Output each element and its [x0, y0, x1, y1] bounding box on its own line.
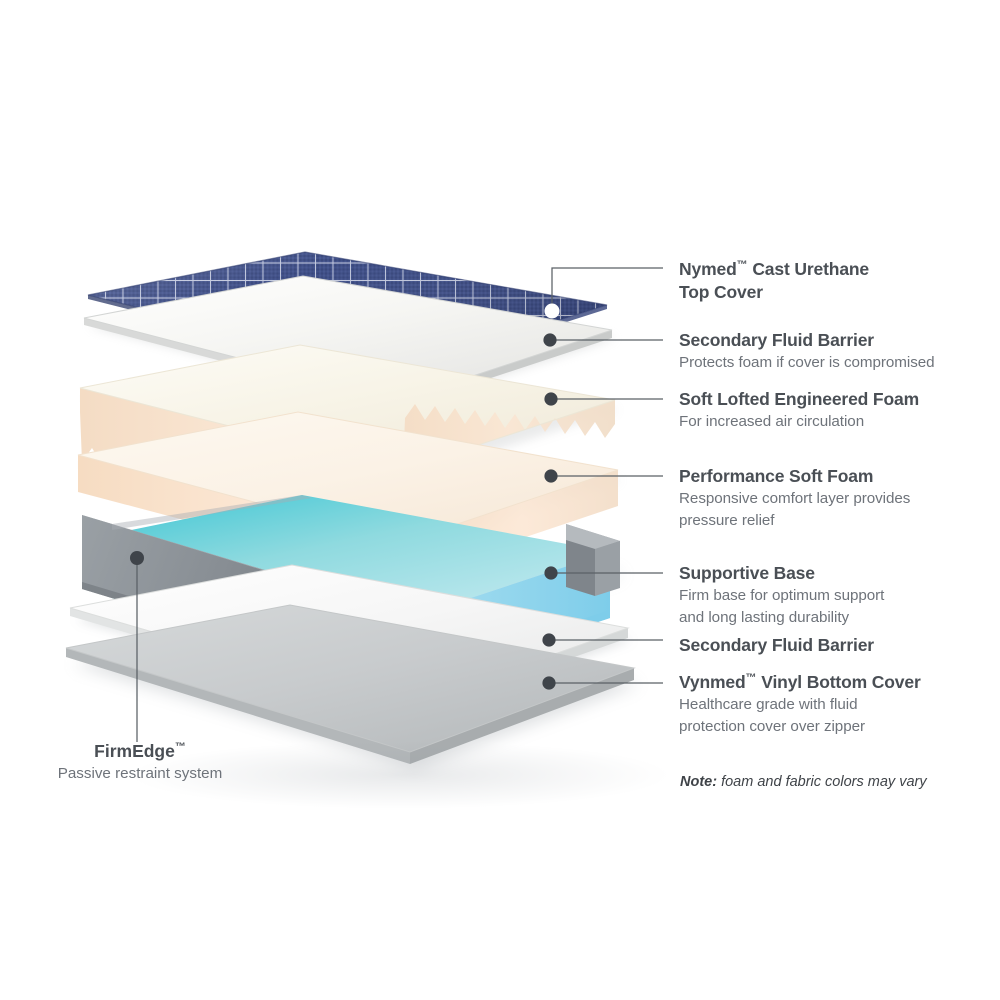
callout-firmedge[interactable]: FirmEdge™ Passive restraint system — [20, 740, 260, 784]
callout-leaders — [136, 267, 663, 742]
dot-secondary-fluid-barrier-bottom — [542, 633, 556, 647]
callout-soft-lofted-engineered-foam-subtitle: For increased air circulation — [679, 413, 865, 431]
callout-performance-soft-foam[interactable]: Performance Soft Foam Responsive comfort… — [679, 465, 910, 531]
dot-top-cover — [544, 303, 560, 319]
callout-secondary-fluid-barrier-bottom-title: Secondary Fluid Barrier — [679, 635, 874, 655]
callout-supportive-base-title: Supportive Base — [679, 563, 815, 583]
callout-top-cover-title: Nymed™ Cast Urethane — [679, 259, 870, 279]
callout-top-cover[interactable]: Nymed™ Cast Urethane Top Cover — [679, 258, 869, 304]
color-variance-note: Note: foam and fabric colors may vary — [680, 774, 927, 790]
callout-top-cover-title-line2: Top Cover — [679, 282, 763, 303]
callout-vynmed-vinyl-bottom-cover-subtitle: Healthcare grade with fluid — [679, 696, 858, 714]
callout-supportive-base-subtitle: Firm base for optimum support — [679, 587, 885, 605]
callout-soft-lofted-engineered-foam[interactable]: Soft Lofted Engineered Foam For increase… — [679, 388, 919, 433]
callout-firmedge-title: FirmEdge™ — [94, 741, 186, 761]
dot-vynmed-vinyl-bottom-cover — [542, 676, 556, 690]
dot-firmedge — [130, 551, 144, 565]
callout-secondary-fluid-barrier-top-title: Secondary Fluid Barrier — [679, 330, 874, 350]
callout-performance-soft-foam-title: Performance Soft Foam — [679, 466, 874, 486]
dot-performance-soft-foam — [544, 469, 558, 483]
layer-vynmed-vinyl-bottom-cover — [65, 604, 670, 809]
dot-supportive-base — [544, 566, 558, 580]
callout-secondary-fluid-barrier-bottom[interactable]: Secondary Fluid Barrier — [679, 634, 874, 657]
callout-soft-lofted-engineered-foam-title: Soft Lofted Engineered Foam — [679, 389, 919, 409]
callout-secondary-fluid-barrier-top[interactable]: Secondary Fluid Barrier Protects foam if… — [679, 329, 935, 374]
color-variance-note-text: foam and fabric colors may vary — [717, 774, 927, 790]
callout-secondary-fluid-barrier-top-subtitle: Protects foam if cover is compromised — [679, 354, 935, 372]
dot-secondary-fluid-barrier-top — [543, 333, 557, 347]
callout-supportive-base-subtitle2: and long lasting durability — [679, 608, 850, 626]
callout-performance-soft-foam-subtitle2: pressure relief — [679, 511, 775, 529]
leader-top-cover — [551, 267, 663, 311]
callout-vynmed-vinyl-bottom-cover[interactable]: Vynmed™ Vinyl Bottom Cover Healthcare gr… — [679, 671, 921, 737]
callout-dots — [130, 303, 560, 690]
color-variance-note-prefix: Note: — [680, 774, 718, 790]
dot-soft-lofted-engineered-foam — [544, 392, 558, 406]
callout-supportive-base[interactable]: Supportive Base Firm base for optimum su… — [679, 562, 884, 628]
callout-firmedge-subtitle: Passive restraint system — [57, 764, 223, 782]
callout-vynmed-vinyl-bottom-cover-subtitle2: protection cover over zipper — [679, 717, 866, 735]
callout-vynmed-vinyl-bottom-cover-title: Vynmed™ Vinyl Bottom Cover — [679, 672, 921, 692]
callout-performance-soft-foam-subtitle: Responsive comfort layer provides — [679, 490, 911, 508]
